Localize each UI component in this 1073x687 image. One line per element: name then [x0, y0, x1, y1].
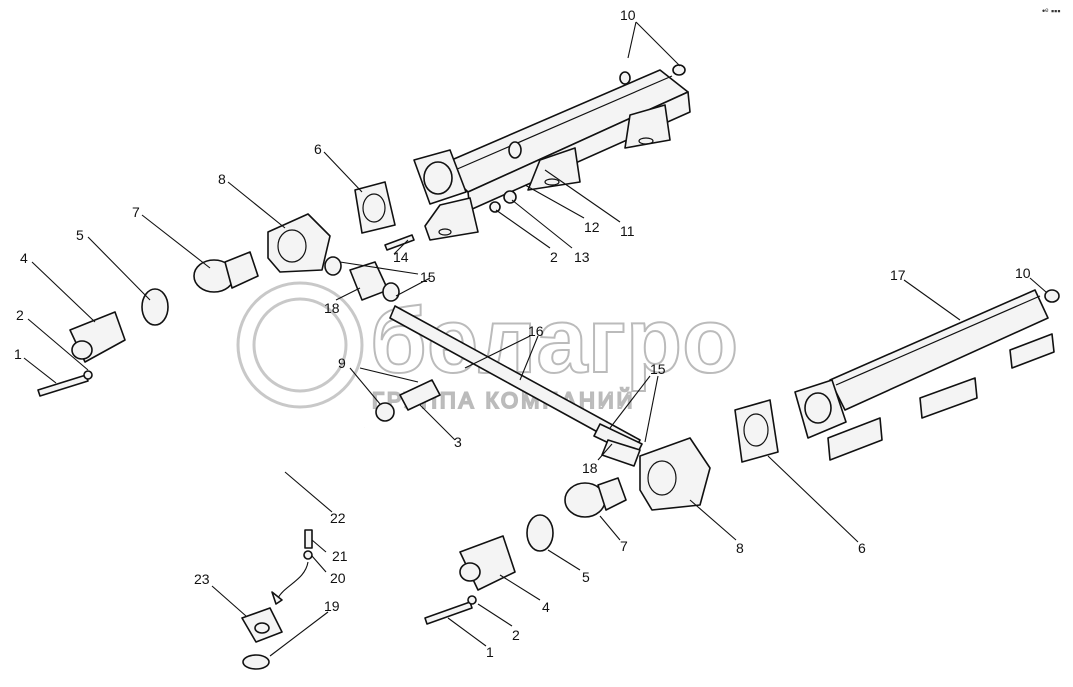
callout-6: 6	[858, 540, 866, 556]
callout-4: 4	[542, 599, 550, 615]
gasket-upper	[354, 181, 396, 234]
callout-labels: 1 2 4 5 7 8 6 10 14 15 18 2 13 12 11 9 3…	[14, 7, 1031, 660]
sleeve-3	[399, 379, 441, 411]
hose-18-upper	[324, 256, 400, 302]
nut-13	[503, 190, 517, 204]
callout-19: 19	[324, 598, 340, 614]
callout-7: 7	[132, 204, 140, 220]
callout-7: 7	[620, 538, 628, 554]
callout-16: 16	[528, 323, 544, 339]
callout-6: 6	[314, 141, 322, 157]
washer-2-upper	[489, 201, 501, 213]
corner-mark: •ᵉ ▪▪▪	[1042, 6, 1061, 16]
tube-22	[241, 426, 366, 643]
callout-23: 23	[194, 571, 210, 587]
callout-3: 3	[454, 434, 462, 450]
arrow-head	[271, 591, 283, 605]
gasket-lower	[734, 399, 779, 463]
callout-5: 5	[76, 227, 84, 243]
callout-2: 2	[550, 249, 558, 265]
callout-1: 1	[14, 346, 22, 362]
callout-2: 2	[16, 307, 24, 323]
hose-18-lower	[601, 439, 641, 467]
thermostat-housing-right	[639, 437, 711, 511]
washer-20	[303, 550, 313, 560]
oring-right	[526, 514, 554, 552]
bolt-right	[424, 601, 473, 625]
screw-21	[304, 529, 313, 549]
callout-11: 11	[620, 223, 635, 239]
callout-18: 18	[324, 300, 340, 316]
callout-14: 14	[393, 249, 409, 265]
lower-manifold	[794, 289, 1060, 461]
oring-19	[242, 654, 270, 670]
callout-9: 9	[338, 355, 346, 371]
flange-right	[459, 535, 516, 591]
callout-2: 2	[512, 627, 520, 643]
callout-17: 17	[890, 267, 906, 283]
clamp-9	[375, 402, 395, 422]
callout-15: 15	[420, 269, 436, 285]
leader-lines	[23, 21, 1047, 657]
arrow-20	[277, 561, 309, 599]
watermark-brand: белагро	[370, 290, 738, 392]
stud-14	[384, 234, 415, 251]
callout-13: 13	[574, 249, 590, 265]
callout-4: 4	[20, 250, 28, 266]
callout-15: 15	[650, 361, 666, 377]
flange-left	[69, 311, 126, 363]
oring-left	[141, 288, 169, 326]
callout-12: 12	[584, 219, 600, 235]
watermark-logo: белагро ГРУППА КОМПАНИЙ	[236, 281, 739, 414]
callout-5: 5	[582, 569, 590, 585]
callout-18: 18	[582, 460, 598, 476]
callout-1: 1	[486, 644, 494, 660]
thermostat-left	[193, 251, 259, 293]
callout-10: 10	[620, 7, 636, 23]
callout-22: 22	[330, 510, 346, 526]
upper-manifold	[413, 64, 691, 241]
washer-left	[83, 370, 93, 380]
bolt-left	[37, 374, 89, 397]
washer-right	[467, 595, 477, 605]
callout-10: 10	[1015, 265, 1031, 281]
callout-8: 8	[736, 540, 744, 556]
callout-20: 20	[330, 570, 346, 586]
thermostat-housing-left	[267, 213, 331, 273]
thermostat-right	[564, 477, 627, 518]
callout-21: 21	[332, 548, 348, 564]
callout-8: 8	[218, 171, 226, 187]
